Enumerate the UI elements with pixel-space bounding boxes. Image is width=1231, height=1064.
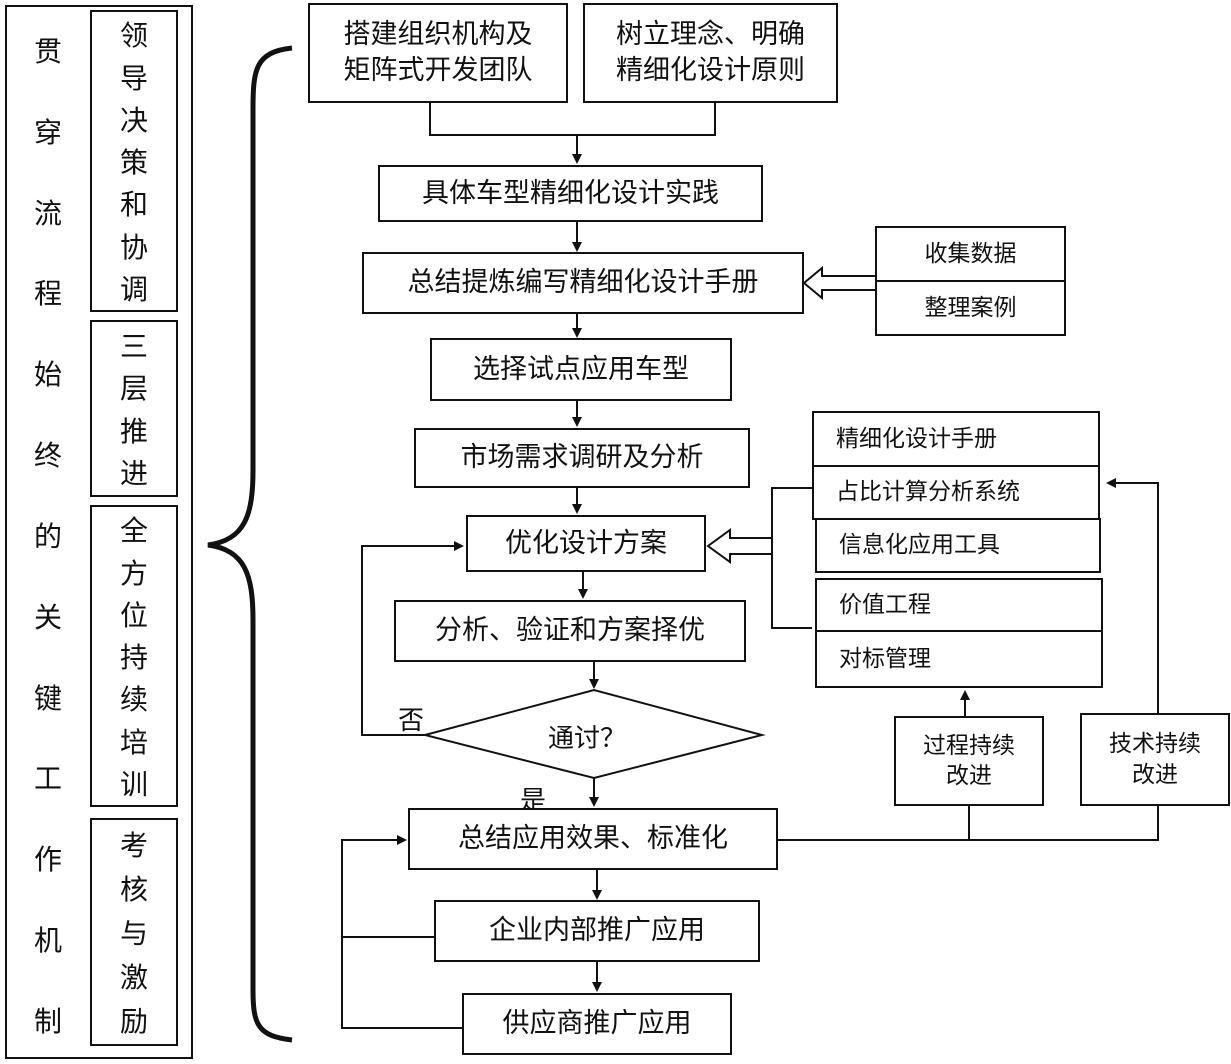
mechanism-char: 激 [119, 961, 148, 994]
mechanism-char: 调 [119, 272, 148, 306]
title-char: 程 [33, 277, 62, 311]
mechanism-char: 核 [119, 873, 148, 906]
title-char: 作 [33, 843, 62, 877]
tool-design-manual: 精细化设计手册 [812, 411, 1100, 467]
title-char: 机 [33, 924, 62, 958]
mechanism-char: 三 [119, 329, 148, 363]
title-char: 终 [33, 439, 62, 473]
mechanism-three-tier: 三层推进 [90, 320, 178, 497]
mechanism-training: 全方位持续培训 [90, 505, 178, 807]
box-process-improvement: 过程持续 改进 [894, 716, 1044, 806]
mechanism-char: 层 [119, 372, 148, 406]
box-manual: 总结提炼编写精细化设计手册 [362, 252, 804, 314]
mechanism-char: 位 [119, 598, 148, 632]
mechanism-char: 和 [119, 188, 148, 222]
mechanism-char: 推 [119, 414, 148, 448]
loop-no [361, 541, 464, 736]
box-internal: 企业内部推广应用 [434, 900, 760, 962]
title-vertical-text: 贯穿流程始终的关键工作机制 [22, 30, 74, 1040]
box-principles: 树立理念、明确 精细化设计原则 [583, 3, 838, 103]
connector-merge-top [429, 103, 716, 136]
tool-ratio-system: 占比计算分析系统 [812, 465, 1100, 520]
mechanism-char: 全 [119, 514, 148, 548]
box-tech-improvement: 技术持续 改进 [1080, 713, 1230, 806]
title-char: 始 [33, 358, 62, 392]
title-char: 关 [33, 600, 62, 634]
mechanism-char: 导 [119, 61, 148, 95]
mechanism-char: 续 [119, 683, 148, 717]
box-market: 市场需求调研及分析 [414, 428, 750, 488]
label-no: 否 [398, 706, 425, 736]
decision-label: 通讨？ [548, 724, 627, 754]
title-char: 穿 [33, 115, 62, 149]
mechanism-char: 策 [119, 146, 148, 179]
mechanism-char: 领 [119, 19, 148, 53]
tool-value-engineering: 价值工程 [815, 578, 1103, 632]
title-char: 制 [33, 1004, 62, 1038]
tools-bracket [771, 487, 812, 629]
mechanism-char: 培 [119, 725, 148, 759]
hollow-arrow-tools [706, 528, 772, 564]
mechanism-char: 决 [119, 103, 148, 137]
tool-it-tools: 信息化应用工具 [815, 518, 1101, 573]
title-char: 流 [33, 196, 62, 230]
title-char: 键 [33, 681, 62, 715]
hollow-arrow-inputs [802, 265, 876, 301]
box-build-team: 搭建组织机构及 矩阵式开发团队 [308, 3, 568, 103]
mechanism-char: 方 [119, 556, 148, 590]
mechanism-char: 协 [119, 230, 148, 264]
box-pilot: 选择试点应用车型 [430, 338, 732, 401]
tool-benchmarking: 对标管理 [815, 630, 1103, 688]
box-standardize: 总结应用效果、标准化 [408, 808, 778, 870]
curly-brace [207, 45, 293, 1043]
mechanism-char: 进 [119, 457, 148, 491]
box-practice: 具体车型精细化设计实践 [378, 165, 763, 222]
box-organize-cases: 整理案例 [875, 280, 1066, 336]
mechanism-assessment: 考核与激励 [90, 818, 178, 1046]
loop-left [341, 835, 462, 1029]
box-analyze: 分析、验证和方案择优 [394, 600, 746, 662]
mechanism-char: 励 [119, 1005, 148, 1038]
mechanism-char: 与 [119, 917, 148, 950]
title-char: 的 [33, 519, 62, 553]
mechanism-char: 考 [119, 829, 148, 862]
mechanism-char: 持 [119, 641, 148, 674]
decision-diamond [421, 688, 766, 780]
mechanism-char: 训 [119, 767, 148, 801]
box-supplier: 供应商推广应用 [462, 993, 732, 1055]
box-collect-data: 收集数据 [875, 226, 1066, 282]
title-char: 贯 [33, 35, 62, 68]
title-char: 工 [33, 762, 62, 796]
mechanism-leadership: 领导决策和协调 [90, 10, 178, 312]
box-optimize: 优化设计方案 [466, 515, 706, 572]
